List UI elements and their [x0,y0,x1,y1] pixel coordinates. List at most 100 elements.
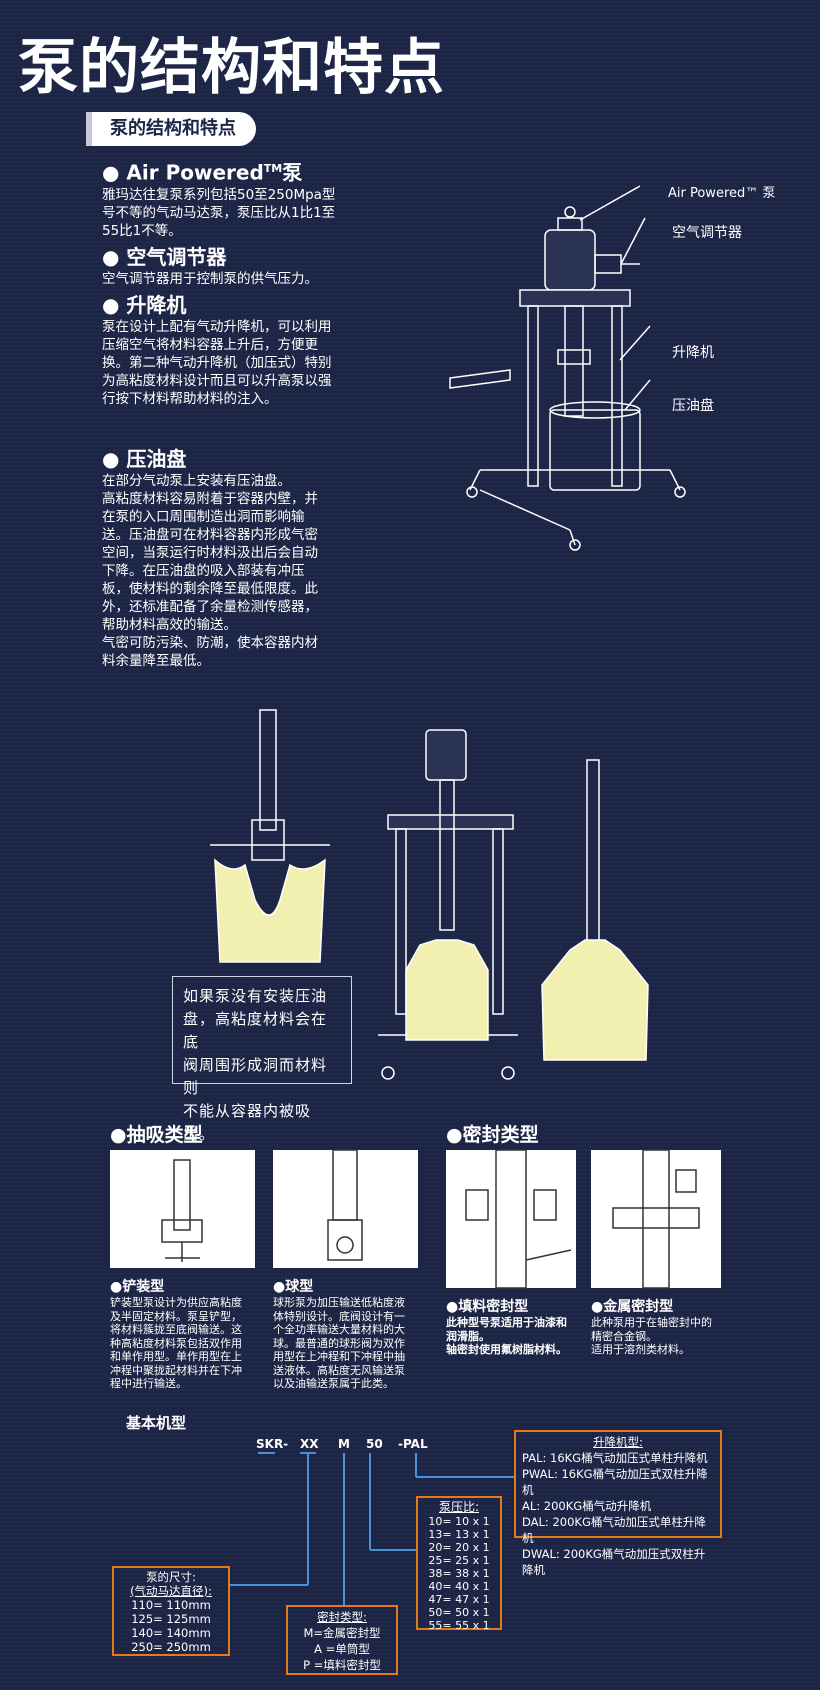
code-part: -PAL [398,1437,428,1451]
desc-line: 个全功率输送大量材料的大 [273,1323,405,1336]
pump-size-box: 泵的尺寸: (气动马达直径): 110= 110mm 125= 125mm 14… [112,1566,230,1656]
size-item: 140= 140mm [131,1626,211,1640]
metal-seal-title: ●金属密封型 [591,1299,674,1315]
ratio-item: 40= 40 x 1 [428,1580,490,1593]
feature-line: 空间，当泵运行时材料汲出后会自动 [102,545,318,561]
scoop-type-block: ●铲装型 铲装型泵设计为供应高粘度 及半固定材料。泵呈铲型， 将材料簇拢至底阀输… [110,1276,260,1391]
ball-type-block: ●球型 球形泵为加压输送低粘度液 体特别设计。底阀设计有一 个全功率输送大量材料… [273,1276,423,1391]
scoop-type-image [110,1150,255,1268]
feature-heading: ● 升降机 [102,293,187,317]
note-line: 阀周围形成洞而材料则 [183,1056,328,1097]
callout-pump: Air Powered™ 泵 [668,186,776,201]
size-box-subtitle: (气动马达直径): [130,1584,212,1598]
desc-line: 适用于溶剂类材料。 [591,1343,690,1356]
desc-line: 球。最普通的球形阀为双作 [273,1336,405,1350]
ball-type-image [273,1149,418,1268]
desc-line: 球形泵为加压输送低粘度液 [273,1296,405,1309]
seal-item: A =单筒型 [314,1642,370,1656]
lifter-item: DWAL: 200KG桶气动加压式双柱升降机 [522,1547,706,1577]
feature-heading: ● 压油盘 [102,447,187,471]
callout-regulator: 空气调节器 [672,225,742,241]
desc-line: 以及油输送泵属于此类。 [273,1377,394,1390]
feature-lifter: ● 升降机 泵在设计上配有气动升降机，可以利用 压缩空气将材料容器上升后，方便更… [102,292,332,408]
feature-line: 55比1不等。 [102,222,182,239]
desc-line: 送液体。高粘度无风输送泵 [273,1363,405,1377]
feature-line: 在部分气动泵上安装有压油盘。 [102,473,291,489]
ratio-item: 55= 55 x 1 [428,1619,490,1632]
desc-line: 润滑脂。 [446,1329,490,1343]
ball-type-title: ●球型 [273,1279,314,1295]
lifter-item: PWAL: 16KG桶气动加压式双柱升降机 [522,1467,708,1497]
scoop-type-title: ●铲装型 [110,1279,165,1295]
desc-line: 轴密封使用氟树脂材料。 [446,1343,567,1356]
feature-line: 送。压油盘可在材料容器内形成气密 [102,527,318,543]
ratio-item: 38= 38 x 1 [428,1567,490,1580]
suction-heading: ●抽吸类型 [110,1124,203,1146]
feature-plate: ● 压油盘 在部分气动泵上安装有压油盘。 高粘度材料容易附着于容器内壁，并 在泵… [102,446,318,670]
size-item: 110= 110mm [131,1598,211,1612]
seal-item: M=金属密封型 [303,1626,381,1640]
model-heading: 基本机型 [126,1414,187,1432]
desc-line: 铲装型泵设计为供应高粘度 [110,1296,242,1309]
note-line: 不能从容器内被吸出。 [183,1102,312,1143]
callout-plate: 压油盘 [672,398,714,414]
feature-line: 空气调节器用于控制泵的供气压力。 [102,271,318,287]
packing-seal-block: ●填料密封型 此种型号泵适用于油漆和 润滑脂。 轴密封使用氟树脂材料。 [446,1296,586,1357]
desc-line: 种高粘度材料泵包括双作用 [110,1336,242,1350]
section-pill: 泵的结构和特点 [92,112,256,146]
pressure-ratio-box: 泵压比: 10= 10 x 1 13= 13 x 1 20= 20 x 1 25… [416,1496,502,1632]
pump-illustration [449,185,686,551]
desc-line: 精密合金钢。 [591,1329,657,1343]
code-part: SKR- [256,1437,289,1451]
ratio-item: 10= 10 x 1 [428,1515,490,1528]
seal-box-title: 密封类型: [317,1610,367,1624]
note-line: 盘，高粘度材料会在底 [183,1010,328,1051]
lifter-type-box: 升降机型: PAL: 16KG桶气动加压式单柱升降机 PWAL: 16KG桶气动… [514,1430,722,1577]
lifter-item: AL: 200KG桶气动升降机 [522,1499,652,1513]
feature-line: 下降。在压油盘的吸入部装有冲压 [102,563,305,579]
desc-line: 将材料簇拢至底阀输送。这 [110,1323,242,1336]
note-line: 如果泵没有安装压油 [183,987,328,1005]
packing-seal-image [446,1149,576,1289]
note-box: 如果泵没有安装压油 盘，高粘度材料会在底 阀周围形成洞而材料则 不能从容器内被吸… [172,976,352,1143]
pill-edge [86,112,92,146]
scoop-diagram [161,1159,203,1262]
feature-line: 雅玛达往复泵系列包括50至250Mpa型 [102,186,336,203]
size-item: 250= 250mm [131,1640,211,1654]
bucket-without-plate-illustration [210,709,330,963]
desc-line: 及半固定材料。泵呈铲型， [110,1309,242,1323]
desc-line: 用型在上冲程和下冲程中抽 [273,1350,405,1363]
feature-regulator: ● 空气调节器 空气调节器用于控制泵的供气压力。 [102,244,318,288]
code-part: M [338,1437,350,1451]
lifter-item: PAL: 16KG桶气动加压式单柱升降机 [522,1451,708,1465]
ratio-item: 20= 20 x 1 [428,1541,490,1554]
ratio-item: 50= 50 x 1 [428,1606,490,1619]
bucket-with-plate-illustration [541,759,649,1061]
desc-line: 程中进行输送。 [110,1377,187,1390]
seal-heading: ●密封类型 [446,1124,539,1146]
feature-line: 气密可防污染、防潮，使本容器内材 [102,635,318,651]
feature-line: 板，使材料的剩余降至最低限度。此 [102,581,318,597]
callout-lifter: 升降机 [672,345,714,361]
packing-seal-title: ●填料密封型 [446,1299,529,1315]
metal-seal-block: ●金属密封型 此种泵用于在轴密封中的 精密合金钢。 适用于溶剂类材料。 [591,1296,731,1357]
metal-seal-diagram [612,1149,700,1289]
ratio-item: 47= 47 x 1 [428,1593,490,1606]
feature-air-powered: ● Air PoweredTM泵 雅玛达往复泵系列包括50至250Mpa型 号不… [102,156,335,240]
pump-with-plate-illustration [378,729,518,1080]
code-part: XX [300,1437,319,1451]
page-title: 泵的结构和特点 [18,33,445,103]
size-box-title: 泵的尺寸: [146,1570,196,1584]
ball-diagram [327,1149,363,1261]
metal-seal-image [591,1149,721,1289]
feature-line: 在泵的入口周围制造出洞而影响输 [102,509,305,525]
feature-line: 为高粘度材料设计而且可以升高泵以强 [102,373,332,389]
feature-heading: ● Air PoweredTM泵 [102,160,303,185]
feature-heading: ● 空气调节器 [102,245,227,269]
seal-type-box: 密封类型: M=金属密封型 A =单筒型 P =填料密封型 [286,1605,398,1675]
desc-line: 和单作用型。单作用型在上 [110,1350,242,1363]
feature-line: 高粘度材料容易附着于容器内壁，并 [102,491,318,507]
ratio-box-title: 泵压比: [438,1500,480,1514]
size-item: 125= 125mm [131,1612,211,1626]
